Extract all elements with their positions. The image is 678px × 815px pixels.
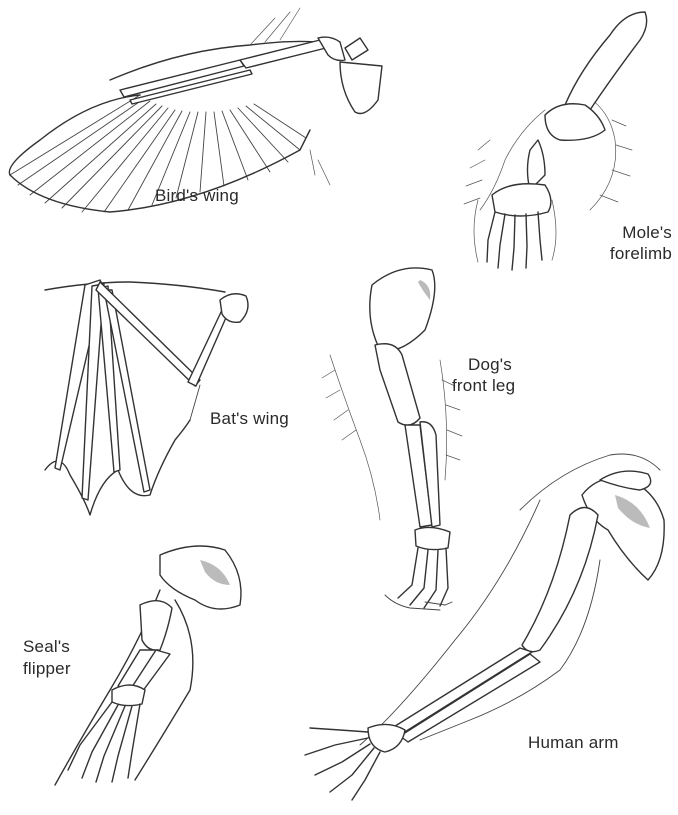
bird-wing-drawing xyxy=(9,8,382,212)
mole-forelimb-label-2: forelimb xyxy=(560,243,672,264)
dog-front-leg-drawing xyxy=(322,268,462,610)
bat-wing-label: Bat's wing xyxy=(210,408,289,429)
dog-front-leg-label-1: Dog's xyxy=(468,354,512,375)
human-arm-label: Human arm xyxy=(528,732,619,753)
seal-flipper-drawing xyxy=(55,546,241,785)
seal-flipper-label-2: flipper xyxy=(23,658,71,679)
mole-forelimb-label-1: Mole's xyxy=(560,222,672,243)
bird-wing-label: Bird's wing xyxy=(155,185,239,206)
bat-wing-drawing xyxy=(45,280,248,515)
seal-flipper-label-1: Seal's xyxy=(23,636,70,657)
dog-front-leg-label-2: front leg xyxy=(452,375,515,396)
